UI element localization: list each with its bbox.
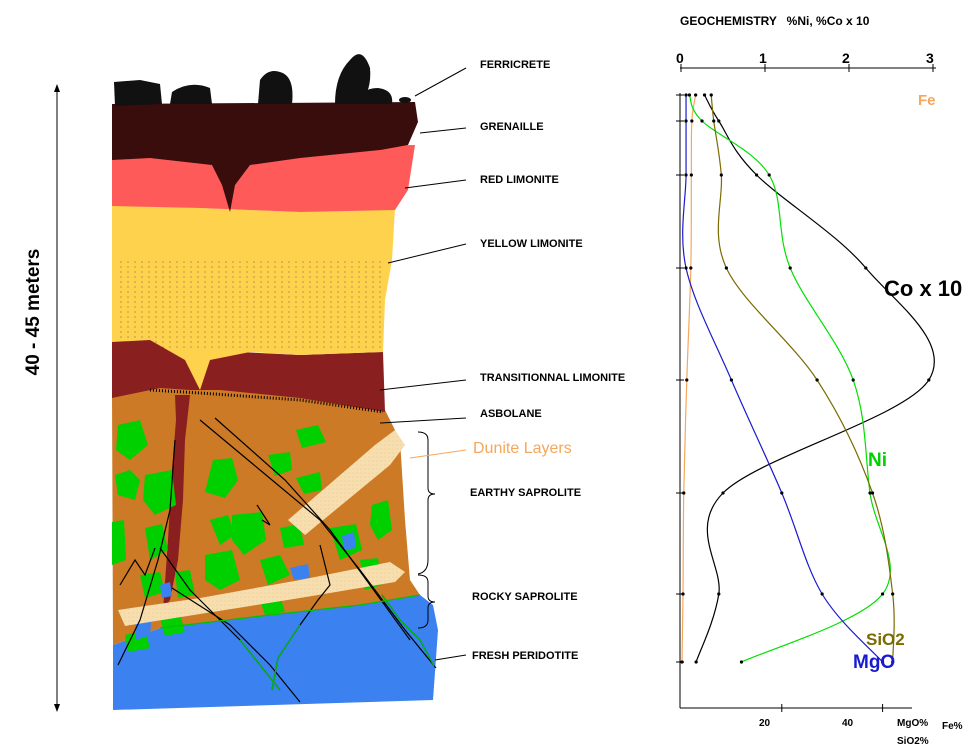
data-point — [703, 93, 706, 96]
data-point — [680, 660, 683, 663]
label-earthy-saprolite: EARTHY SAPROLITE — [470, 487, 581, 499]
series-label-co: Co x 10 — [884, 276, 962, 302]
data-point — [821, 592, 824, 595]
data-point — [694, 93, 697, 96]
data-point — [730, 378, 733, 381]
data-point — [725, 266, 728, 269]
data-point — [891, 592, 894, 595]
chart-title: GEOCHEMISTRY %Ni, %Co x 10 — [680, 14, 869, 28]
data-point — [780, 491, 783, 494]
data-point — [712, 119, 715, 122]
data-point — [927, 378, 930, 381]
label-ferricrete: FERRICRETE — [480, 59, 550, 71]
data-point — [789, 266, 792, 269]
data-point — [864, 266, 867, 269]
series-label-mgo: MgO — [853, 652, 895, 674]
bottom-tick-label: 40 — [842, 718, 853, 729]
layer-ferricrete — [114, 54, 411, 106]
fe-axis-label: Fe% — [942, 721, 963, 732]
depth-label: 40 - 45 meters — [23, 227, 47, 397]
top-tick-label: 3 — [926, 50, 934, 66]
data-point — [721, 491, 724, 494]
data-point — [717, 592, 720, 595]
series-label-ni: Ni — [868, 450, 887, 472]
data-point — [684, 173, 687, 176]
label-rocky-saprolite: ROCKY SAPROLITE — [472, 591, 578, 603]
label-transitional-limonite: TRANSITIONNAL LIMONITE — [480, 372, 625, 384]
bottom-tick-label: 20 — [759, 718, 770, 729]
data-point — [871, 491, 874, 494]
label-dunite-layers: Dunite Layers — [473, 440, 572, 458]
data-point — [685, 378, 688, 381]
data-point — [768, 173, 771, 176]
data-point — [681, 592, 684, 595]
label-grenaille: GRENAILLE — [480, 121, 544, 133]
data-point — [690, 119, 693, 122]
data-point — [740, 660, 743, 663]
mgo-axis-label: MgO% — [897, 718, 928, 729]
top-tick-label: 1 — [759, 50, 767, 66]
data-point — [689, 266, 692, 269]
data-point — [695, 660, 698, 663]
data-point — [710, 93, 713, 96]
series-label-fe: Fe — [918, 92, 936, 109]
top-tick-label: 0 — [676, 50, 684, 66]
data-point — [688, 93, 691, 96]
top-tick-label: 2 — [842, 50, 850, 66]
data-point — [881, 592, 884, 595]
data-point — [717, 119, 720, 122]
series-line-ni — [689, 95, 890, 662]
data-point — [682, 491, 685, 494]
data-point — [720, 173, 723, 176]
data-point — [684, 119, 687, 122]
data-point — [684, 266, 687, 269]
label-yellow-limonite: YELLOW LIMONITE — [480, 238, 583, 250]
series-line-sio2 — [711, 95, 894, 662]
data-point — [690, 173, 693, 176]
data-point — [815, 378, 818, 381]
label-asbolane: ASBOLANE — [480, 408, 542, 420]
label-fresh-peridotite: FRESH PERIDOTITE — [472, 650, 578, 662]
data-point — [700, 119, 703, 122]
sio2-axis-label: SiO2% — [897, 736, 929, 747]
data-point — [852, 378, 855, 381]
label-red-limonite: RED LIMONITE — [480, 174, 559, 186]
data-point — [684, 93, 687, 96]
series-line-fe — [682, 95, 696, 662]
data-point — [755, 173, 758, 176]
series-label-sio2: SiO2 — [866, 630, 905, 650]
